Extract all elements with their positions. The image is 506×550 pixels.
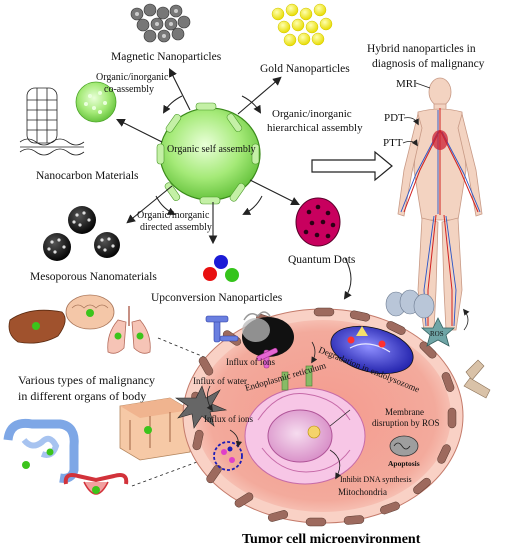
skin-icon [119, 397, 191, 461]
inhibit-dna-label: Inhibit DNA synthesis [340, 475, 412, 484]
uterus-icon [63, 473, 129, 495]
hierarchical-label-1: Organic/inorganic [272, 108, 352, 120]
mri-pointer [415, 82, 431, 89]
directed-label-2: directed assembly [140, 222, 212, 233]
ptt-label: PTT [383, 137, 403, 149]
influx-ions-left-label: Influx of ions [204, 414, 253, 424]
endolysosome [330, 325, 414, 375]
page-title: Tumor cell microenvironment [242, 532, 421, 547]
various-label-2: in different organs of body [18, 389, 146, 403]
nanocarbon-icon [19, 87, 85, 156]
mesoporous-icon [43, 206, 120, 261]
self-assembly-label: Organic self assembly [167, 144, 256, 155]
liver-icon [8, 309, 66, 344]
pdt-arrow [403, 117, 419, 126]
receptor-pink-icon [256, 347, 278, 369]
mitochondria-label: Mitochondria [338, 487, 387, 497]
ion-channel-icon [385, 289, 435, 319]
ros-label: ROS [430, 330, 444, 338]
human-body-icon [397, 77, 483, 331]
receptor-right-icon [463, 359, 491, 399]
mesoporous-label: Mesoporous Nanomaterials [30, 271, 157, 283]
co-assembly-label-2: co-assembly [104, 84, 154, 95]
ros-star-icon [420, 317, 456, 347]
er-arrows [281, 365, 313, 391]
receptor-blue-icon [205, 315, 239, 343]
spiky-np-icon [175, 385, 228, 429]
quantum-dots-icon [295, 197, 341, 247]
magnetic-label: Magnetic Nanoparticles [111, 51, 222, 63]
lungs-icon [107, 306, 151, 354]
big-double-arrow [311, 150, 393, 182]
various-label-1: Various types of malignancy [18, 373, 155, 387]
upconversion-icon [203, 255, 239, 282]
membrane-label-2: disruption by ROS [372, 418, 440, 428]
green-nanocarbon-sphere-icon [75, 81, 117, 123]
nucleus [244, 387, 366, 485]
ptt-arrow [402, 139, 418, 147]
cell-arrows [206, 308, 470, 480]
hybrid-label-1: Hybrid nanoparticles in [367, 43, 476, 55]
upconversion-label: Upconversion Nanoparticles [151, 292, 283, 304]
directed-label-1: Organic/inorganic [137, 210, 210, 221]
radial-arrows [116, 68, 300, 245]
influx-ions-top-label: Influx of ions [226, 357, 275, 367]
nanoparticle-entering [242, 311, 294, 357]
hybrid-label-2: diagnosis of malignancy [372, 58, 485, 70]
gold-nanoparticles-icon [271, 3, 333, 47]
blue-np-cluster-icon [213, 441, 243, 471]
gold-label: Gold Nanoparticles [260, 63, 350, 75]
brain-icon [65, 294, 115, 330]
mitochondria-icon [389, 435, 419, 457]
quantum-to-cell-arrow [343, 257, 352, 300]
nanocarbon-label: Nanocarbon Materials [36, 170, 139, 182]
mri-label: MRI [396, 78, 417, 90]
self-assembly-sphere [156, 102, 261, 205]
magnetic-nanoparticles-icon [130, 3, 191, 43]
organs-to-cell-dashed [131, 457, 209, 487]
co-assembly-label-1: Organic/inorganic [96, 72, 169, 83]
hierarchical-label-2: hierarchical assembly [267, 122, 363, 134]
quantum-dots-label: Quantum Dots [288, 254, 356, 266]
apoptosis-label: Apoptosis [388, 459, 420, 468]
membrane-label-1: Membrane [385, 407, 424, 417]
influx-water-label: Influx of water [193, 376, 247, 386]
pdt-label: PDT [384, 112, 405, 124]
intestine-icon [3, 418, 79, 483]
